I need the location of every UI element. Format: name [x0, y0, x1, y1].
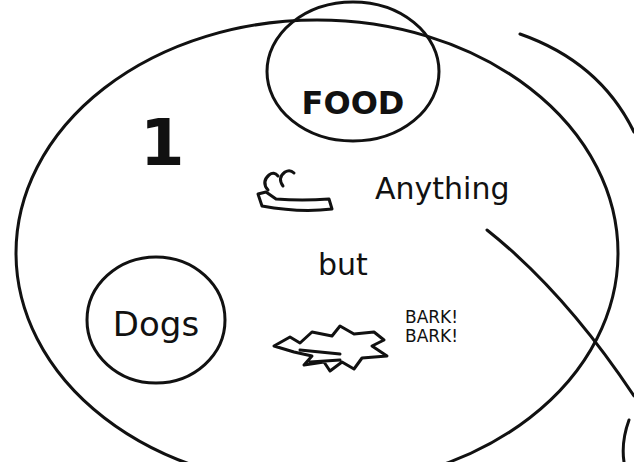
circle-label: Dogs: [113, 306, 199, 343]
ellipse-stroke: [267, 2, 439, 141]
leader-line: [487, 230, 634, 396]
outer-arc: [623, 420, 629, 462]
ellipse-outline: [14, 18, 620, 462]
food-circle: FOOD: [265, 0, 441, 143]
steam-curl: [280, 171, 294, 186]
circle-label: FOOD: [302, 86, 405, 121]
sound-text: BARK! BARK!: [405, 308, 479, 345]
number-stroke: 1: [140, 108, 185, 178]
dogs-circle: Dogs: [85, 255, 227, 385]
steam-curl: [265, 173, 278, 190]
note-text: but: [318, 248, 368, 281]
dog-scribble: [274, 326, 387, 371]
ellipse-stroke: [87, 257, 225, 383]
note-text: Anything: [375, 172, 509, 205]
ellipse-stroke: [16, 20, 618, 462]
outer-ellipse: 1Anything butBARK! BARK! FOOD Dogs: [14, 18, 620, 462]
plate-icon: [258, 192, 332, 210]
outer-arc: [520, 34, 634, 132]
